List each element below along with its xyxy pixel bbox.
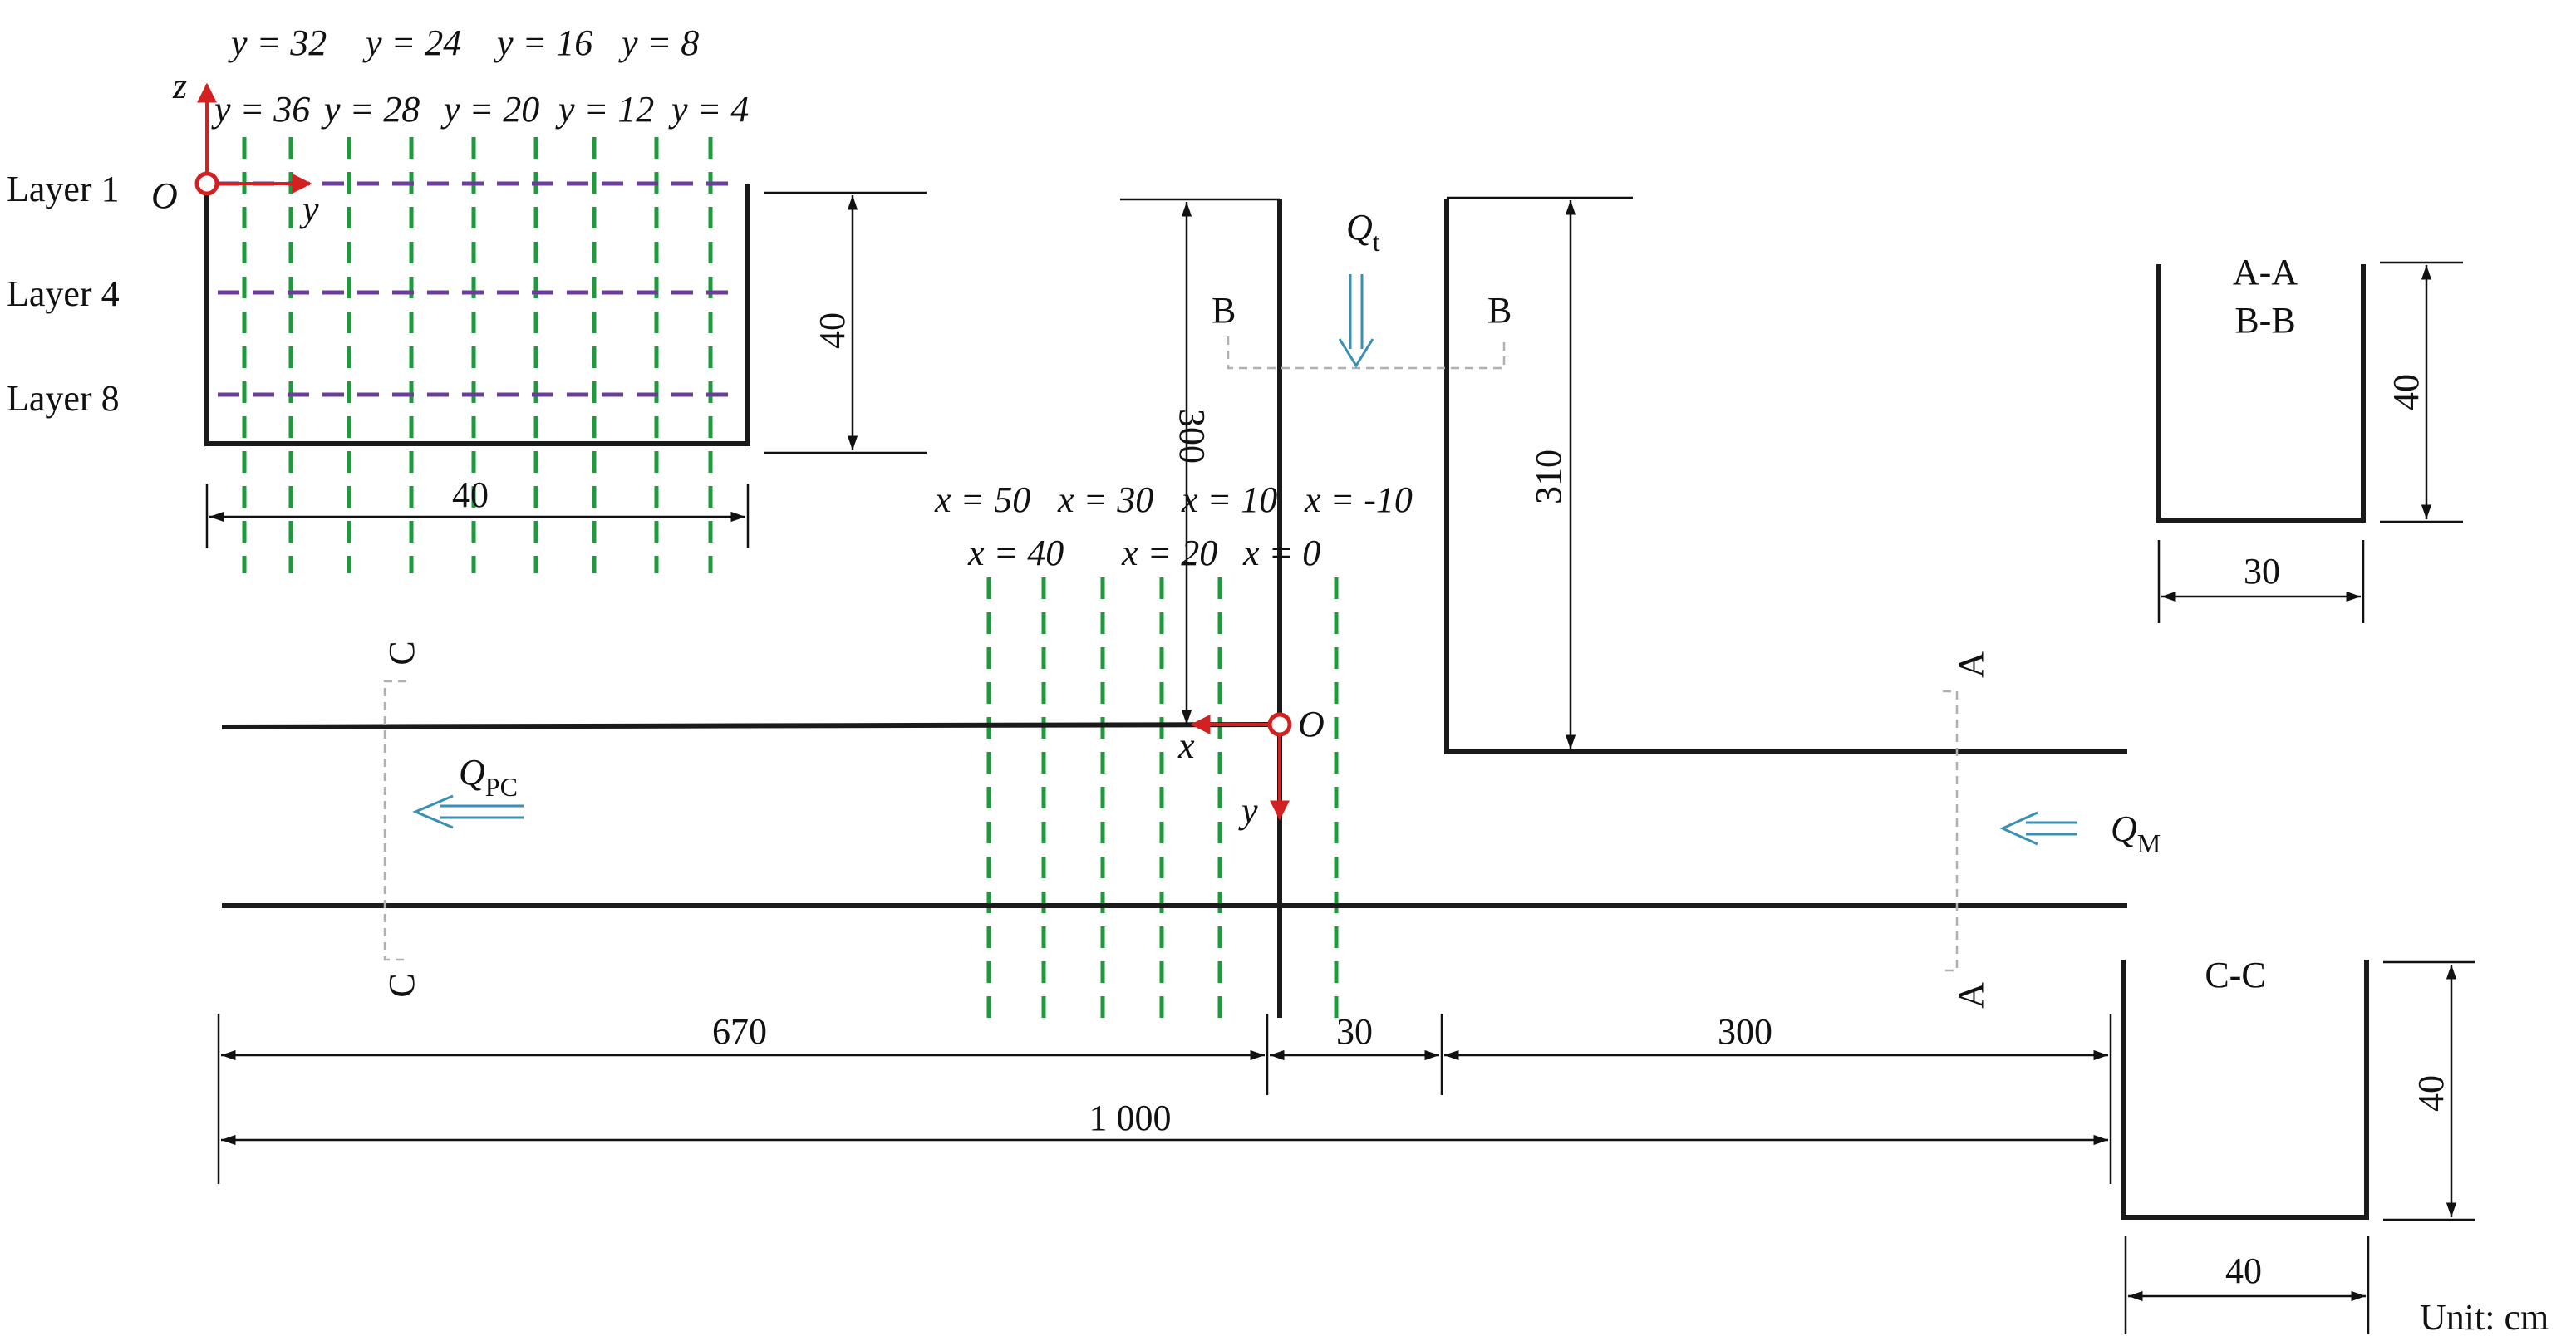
- unit-label: Unit: cm: [2420, 1297, 2549, 1338]
- y-label-4: y = 4: [668, 89, 749, 130]
- outflow-arrow: [412, 794, 524, 829]
- cross-section-ab-walls: [2156, 264, 2366, 523]
- y-label-20: y = 20: [440, 89, 539, 130]
- cross-section-cc: C-C 40 40: [2121, 955, 2475, 1334]
- y-label-28: y = 28: [321, 89, 420, 130]
- dim-30-label: 30: [1336, 1011, 1373, 1052]
- section-b-right-label: B: [1487, 290, 1512, 331]
- section-channel-walls: [204, 184, 750, 446]
- cross-section-ab-title-1: A-A: [2233, 252, 2298, 292]
- layer-label-8: Layer 8: [7, 378, 120, 419]
- section-b-left-label: B: [1212, 290, 1236, 331]
- y-label-32: y = 32: [228, 22, 327, 63]
- layer-label-1: Layer 1: [7, 169, 120, 209]
- section-a-top-label: A: [1950, 651, 1991, 678]
- plan-vertical-lines: [986, 577, 1339, 1018]
- y-label-16: y = 16: [494, 22, 592, 63]
- plan-origin-marker: [1267, 712, 1292, 737]
- trib-left-dim-label: 300: [1172, 409, 1212, 464]
- x-label-40: x = 40: [967, 533, 1064, 573]
- section-c-line: [383, 680, 406, 961]
- tributary-flow-arrow: [1338, 274, 1374, 368]
- x-label-50: x = 50: [934, 479, 1030, 520]
- y-label-8: y = 8: [618, 22, 699, 63]
- section-a-bottom-label: A: [1950, 982, 1991, 1009]
- plan-axis-x-label: x: [1177, 725, 1195, 766]
- x-label-0: x = 0: [1242, 533, 1320, 573]
- ab-width-label: 30: [2244, 551, 2280, 592]
- plan-origin-label: O: [1298, 704, 1325, 744]
- section-view: z y O y = 32 y = 24 y = 16 y = 8 y = 36 …: [7, 22, 927, 573]
- tributary-right-wall-and-main-upper-right: [1444, 199, 2127, 754]
- cc-width-label: 40: [2225, 1250, 2262, 1291]
- section-origin-marker: [194, 171, 219, 196]
- plan-axis-y-label: y: [1238, 790, 1258, 831]
- dim-300-label: 300: [1718, 1011, 1772, 1052]
- y-label-12: y = 12: [555, 89, 654, 130]
- trib-right-dim-label: 310: [1528, 449, 1569, 504]
- dim-1000-label: 1 000: [1089, 1098, 1172, 1138]
- section-c-top-label: C: [381, 641, 422, 665]
- x-label-minus-10: x = -10: [1304, 479, 1413, 520]
- x-label-30: x = 30: [1057, 479, 1153, 520]
- section-a-line: [1943, 690, 1959, 972]
- dim-670-label: 670: [712, 1011, 767, 1052]
- section-origin-label: O: [151, 175, 178, 216]
- cross-section-cc-title: C-C: [2205, 955, 2265, 995]
- y-label-24: y = 24: [362, 22, 461, 63]
- x-label-10: x = 10: [1181, 479, 1277, 520]
- cross-section-ab-title-2: B-B: [2234, 300, 2295, 341]
- axis-y-label: y: [299, 189, 319, 229]
- section-b-line: [1227, 336, 1506, 370]
- section-height-label: 40: [812, 312, 853, 349]
- main-inflow-label: QM: [2111, 808, 2161, 858]
- layer-label-4: Layer 4: [7, 273, 120, 314]
- section-vertical-lines: [242, 137, 713, 573]
- cross-section-cc-walls: [2121, 960, 2369, 1220]
- plan-view: C C A A B B O x y x = 50 x = 30 x = 10 x…: [217, 196, 2161, 1184]
- cc-height-label: 40: [2411, 1075, 2451, 1112]
- outflow-label: QPC: [459, 752, 518, 802]
- section-width-label: 40: [452, 474, 489, 515]
- cross-section-ab: A-A B-B 40 30: [2156, 252, 2463, 623]
- tributary-flow-label: Qt: [1346, 207, 1380, 257]
- main-inflow-arrow: [1999, 811, 2077, 846]
- x-label-20: x = 20: [1121, 533, 1217, 573]
- y-label-36: y = 36: [211, 89, 310, 130]
- section-c-bottom-label: C: [381, 973, 422, 997]
- axis-z-label: z: [172, 66, 187, 106]
- ab-height-label: 40: [2386, 374, 2426, 410]
- main-channel-upper-wall-left: [221, 722, 1281, 729]
